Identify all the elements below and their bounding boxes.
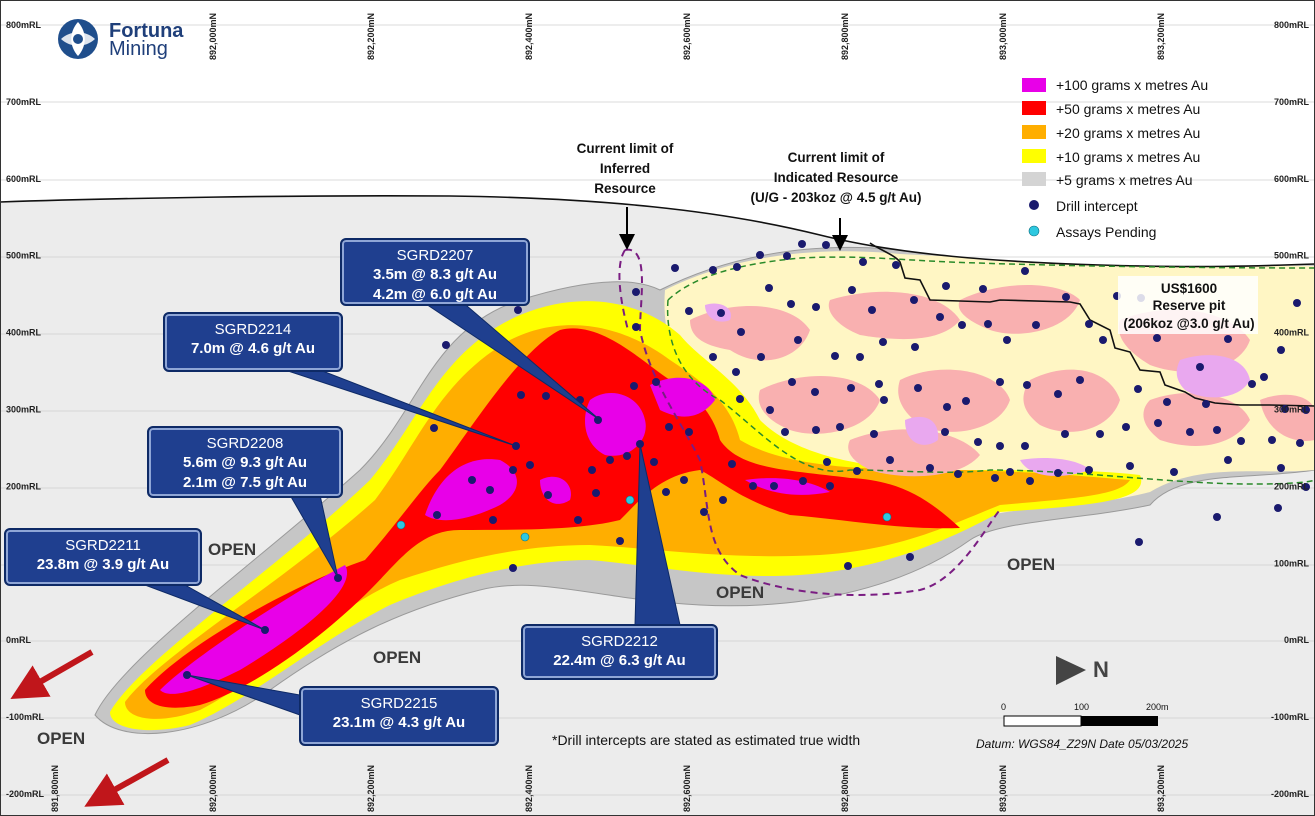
legend-swatch [1022,149,1046,163]
elevation-label: 700mRL [6,97,42,107]
northing-label: 892,600mN [682,13,692,60]
logo-text-line2: Mining [109,38,168,60]
svg-text:US$1600: US$1600 [1161,281,1217,296]
svg-text:200m: 200m [1146,702,1169,712]
northing-label: 893,200mN [1156,765,1166,812]
legend-swatch [1022,172,1046,186]
legend-swatch [1022,125,1046,139]
fortuna-logo-icon [58,19,98,59]
callout-sgrd2212: SGRD2212 22.4m @ 6.3 g/t Au [521,624,718,680]
rl-labels-right: 800mRL 700mRL 600mRL 500mRL 400mRL 300mRL 200m… [1271,20,1310,799]
reserve-pit-annotation: US$1600 Reserve pit (206koz @3.0 g/t Au) [1118,276,1258,334]
open-label: OPEN [37,729,85,748]
elevation-label: 200mRL [6,481,42,491]
elevation-label: 700mRL [1274,97,1310,107]
northing-label: 892,000mN [208,13,218,60]
callout-pointers [144,299,681,716]
legend-dot [1028,225,1040,237]
elevation-label: 0mRL [6,635,32,645]
northing-label: 892,600mN [682,765,692,812]
open-arrows [10,649,170,807]
legend-label: Assays Pending [1056,224,1156,240]
logo-text-line1: Fortuna [109,20,184,42]
svg-text:Inferred: Inferred [600,161,650,176]
open-label: OPEN [716,583,764,602]
open-label: OPEN [1007,555,1055,574]
elevation-label: -200mRL [6,789,45,799]
footnote: *Drill intercepts are stated as estimate… [552,732,861,748]
svg-text:0: 0 [1001,702,1006,712]
indicated-limit-line [666,256,1315,485]
legend-label: +20 grams x metres Au [1056,125,1200,141]
inferred-limit-line [624,248,1001,596]
northing-label: 891,800mN [50,765,60,812]
reserve-pit-line [869,242,1315,407]
elevation-label: 400mRL [6,328,42,338]
company-logo: Fortuna Mining [57,18,197,62]
callout-sgrd2211: SGRD2211 23.8m @ 3.9 g/t Au [4,528,202,586]
legend-label: +100 grams x metres Au [1056,77,1208,93]
elevation-label: 300mRL [1274,405,1310,415]
callout-sgrd2214: SGRD2214 7.0m @ 4.6 g/t Au [163,312,343,372]
northing-label: 892,000mN [208,765,218,812]
indicated-annotation: Current limit of Indicated Resource (U/G… [751,150,922,205]
svg-text:Current limit of: Current limit of [788,150,885,165]
datum-date: Datum: WGS84_Z29N Date 05/03/2025 [976,737,1189,751]
legend-label: +5 grams x metres Au [1056,172,1193,188]
svg-text:(U/G - 203koz @ 4.5 g/t Au): (U/G - 203koz @ 4.5 g/t Au) [751,190,922,205]
elevation-label: 200mRL [1274,481,1310,491]
legend: +100 grams x metres Au +50 grams x metre… [1022,77,1208,240]
elevation-label: 0mRL [1284,635,1310,645]
north-arrow-icon [1056,656,1086,685]
northing-label: 892,200mN [366,765,376,812]
svg-text:Current limit of: Current limit of [577,141,674,156]
legend-dot [1029,200,1039,210]
svg-text:Resource: Resource [594,181,656,196]
legend-label: +10 grams x metres Au [1056,149,1200,165]
elevation-label: 500mRL [1274,251,1310,261]
northing-label: 893,000mN [998,765,1008,812]
scale-bar: 0 100 200m [1001,702,1169,727]
elevation-label: 300mRL [6,405,42,415]
northing-labels-bottom: 891,800mN 892,000mN 892,200mN 892,400mN 892,… [50,765,1166,812]
northing-label: 892,800mN [840,765,850,812]
elevation-label: 500mRL [6,251,42,261]
legend-swatch [1022,101,1046,115]
callout-sgrd2207: SGRD2207 3.5m @ 8.3 g/t Au 4.2m @ 6.0 g/… [340,238,530,306]
elevation-label: 100mRL [1274,558,1310,568]
open-label: OPEN [208,540,256,559]
callout-sgrd2215: SGRD2215 23.1m @ 4.3 g/t Au [299,686,499,746]
elevation-label: -100mRL [6,712,45,722]
open-label: OPEN [373,648,421,667]
legend-label: Drill intercept [1056,198,1138,214]
elevation-label: 600mRL [1274,174,1310,184]
inferred-annotation: Current limit of Inferred Resource [577,141,674,196]
svg-text:Indicated Resource: Indicated Resource [774,170,899,185]
northing-label: 892,800mN [840,13,850,60]
svg-text:100: 100 [1074,702,1089,712]
elevation-label: -200mRL [1271,789,1310,799]
callout-sgrd2208: SGRD2208 5.6m @ 9.3 g/t Au 2.1m @ 7.5 g/… [147,426,343,498]
legend-label: +50 grams x metres Au [1056,101,1200,117]
svg-text:Reserve pit: Reserve pit [1153,298,1226,313]
elevation-label: 400mRL [1274,328,1310,338]
northing-label: 892,400mN [524,13,534,60]
northing-label: 892,400mN [524,765,534,812]
legend-swatch [1022,78,1046,92]
drill-intercepts [183,240,1310,679]
northing-label: 892,200mN [366,13,376,60]
elevation-label: 600mRL [6,174,42,184]
elevation-label: 800mRL [6,20,42,30]
svg-text:(206koz @3.0 g/t Au): (206koz @3.0 g/t Au) [1123,316,1254,331]
elevation-label: -100mRL [1271,712,1310,722]
northing-label: 893,000mN [998,13,1008,60]
northing-labels-top: 892,000mN 892,200mN 892,400mN 892,600mN 892,… [208,13,1166,60]
north-label: N [1093,657,1109,682]
assays-pending [396,495,892,542]
northing-label: 893,200mN [1156,13,1166,60]
elevation-label: 800mRL [1274,20,1310,30]
